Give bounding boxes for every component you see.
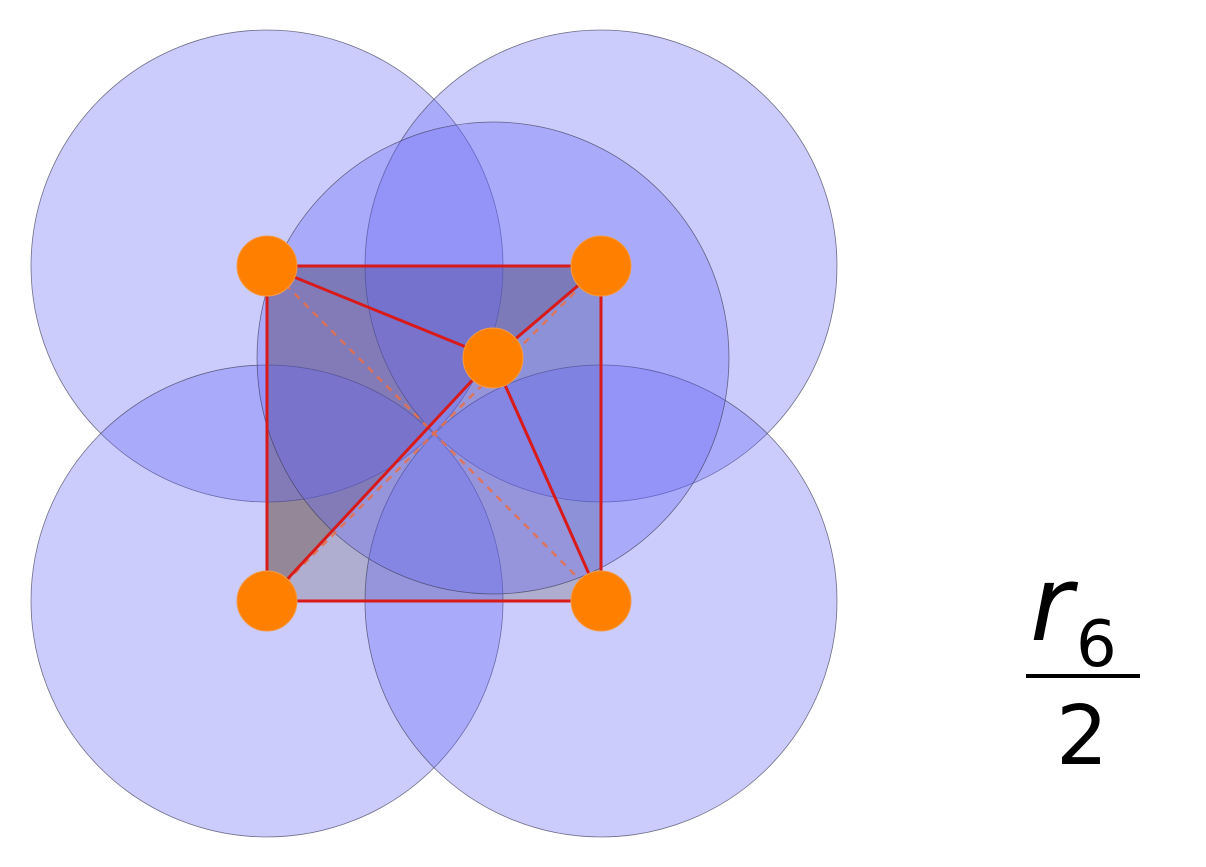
- hidden-edges: [266, 265, 602, 602]
- vertex-top-right: [570, 235, 632, 297]
- edge-apex-top-left: [265, 264, 495, 360]
- formula: r 6 2: [1026, 543, 1140, 784]
- face-top: [267, 266, 601, 358]
- vertices: [236, 235, 632, 632]
- vertex-bottom-left: [236, 570, 298, 632]
- vertex-bottom-right: [570, 570, 632, 632]
- vertex-top-left: [236, 235, 298, 297]
- vertex-apex: [462, 327, 524, 389]
- edge-apex-bottom-left: [265, 356, 495, 603]
- formula-denominator: 2: [1056, 689, 1108, 784]
- formula-subscript: 6: [1076, 608, 1117, 682]
- edge-apex-bottom-right: [491, 356, 603, 603]
- face-bottom: [267, 358, 601, 601]
- formula-numerator: r: [1030, 543, 1079, 665]
- base-square: [265, 264, 603, 603]
- face-left: [267, 266, 493, 601]
- hidden-edge-diagonal-2: [266, 265, 602, 602]
